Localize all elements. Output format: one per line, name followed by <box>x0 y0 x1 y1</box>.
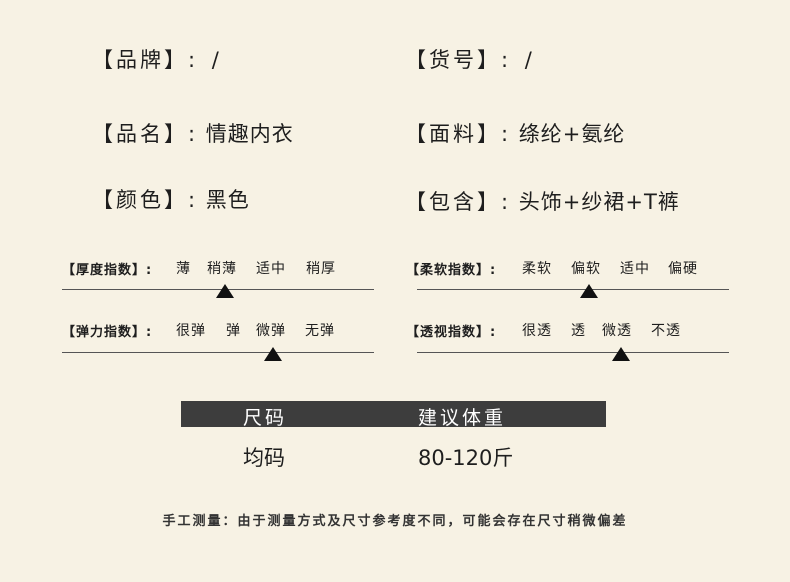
triangle-marker-icon <box>580 284 598 298</box>
triangle-marker-icon <box>216 284 234 298</box>
index-option: 薄 <box>176 261 191 277</box>
index-option: 透 <box>571 323 586 339</box>
spec-value: / <box>211 48 220 72</box>
index-label-transparency: 【透视指数】: <box>406 325 497 340</box>
measurement-note: 手工测量：由于测量方式及尺寸参考度不同，可能会存在尺寸稍微偏差 <box>162 514 628 529</box>
spec-label: 【品名】: <box>92 122 199 146</box>
spec-label: 【品牌】: <box>92 48 199 72</box>
spec-label: 【货号】: <box>405 48 512 72</box>
index-option: 柔软 <box>522 261 552 277</box>
triangle-marker-icon <box>612 347 630 361</box>
index-scale-line <box>417 352 729 353</box>
index-option: 适中 <box>256 261 286 277</box>
size-header-size: 尺码 <box>243 407 288 429</box>
index-label-elasticity: 【弹力指数】: <box>62 325 153 340</box>
index-option: 弹 <box>226 323 241 339</box>
spec-label: 【包含】: <box>405 190 512 214</box>
index-option: 很弹 <box>176 323 206 339</box>
triangle-marker-icon <box>264 347 282 361</box>
index-option: 适中 <box>620 261 650 277</box>
spec-label: 【颜色】: <box>92 188 199 212</box>
index-option-selected: 稍薄 <box>207 261 237 277</box>
index-option: 不透 <box>651 323 681 339</box>
spec-product-name: 【品名】: 情趣内衣 <box>92 118 294 148</box>
index-option-selected: 偏软 <box>571 261 601 277</box>
spec-value: 情趣内衣 <box>205 122 294 146</box>
spec-value: 黑色 <box>205 188 250 212</box>
index-option: 稍厚 <box>306 261 336 277</box>
spec-item-number: 【货号】: / <box>405 44 533 74</box>
index-label-softness: 【柔软指数】: <box>406 263 497 278</box>
spec-value: / <box>524 48 533 72</box>
spec-value: 绦纶+氨纶 <box>518 122 626 146</box>
spec-brand: 【品牌】: / <box>92 44 220 74</box>
index-scale-line <box>62 352 374 353</box>
spec-color: 【颜色】: 黑色 <box>92 184 250 214</box>
spec-label: 【面料】: <box>405 122 512 146</box>
index-label-thickness: 【厚度指数】: <box>62 263 153 278</box>
size-cell-size: 均码 <box>243 446 285 470</box>
size-cell-weight: 80-120斤 <box>418 446 514 470</box>
spec-includes: 【包含】: 头饰+纱裙+T裤 <box>405 186 680 216</box>
index-scale-line <box>417 289 729 290</box>
size-header-weight: 建议体重 <box>418 407 507 429</box>
index-option-selected: 微透 <box>602 323 632 339</box>
spec-fabric: 【面料】: 绦纶+氨纶 <box>405 118 625 148</box>
size-table-header: 尺码 建议体重 <box>181 401 606 429</box>
index-option: 无弹 <box>305 323 335 339</box>
index-option: 很透 <box>522 323 552 339</box>
index-option-selected: 微弹 <box>256 323 286 339</box>
spec-value: 头饰+纱裙+T裤 <box>518 190 680 214</box>
index-option: 偏硬 <box>668 261 698 277</box>
